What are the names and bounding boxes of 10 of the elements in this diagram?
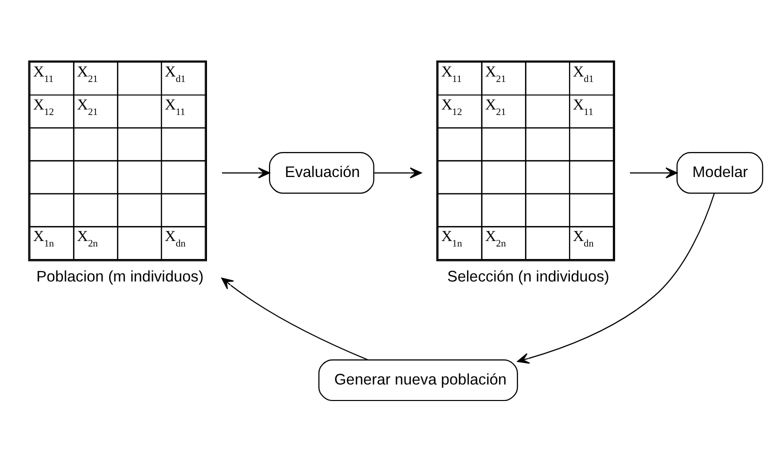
node-label: Selección (n individuos) [446, 268, 609, 286]
node-label: Poblacion (m individuos) [36, 268, 204, 286]
arrow [220, 277, 368, 360]
arrow [629, 166, 678, 178]
node-box: Modelar [676, 152, 763, 194]
node-box: Generar nueva población [318, 358, 518, 401]
arrow [373, 166, 422, 178]
arrow [222, 166, 270, 178]
arrow [516, 192, 714, 364]
node-box: Evaluación [268, 152, 374, 194]
